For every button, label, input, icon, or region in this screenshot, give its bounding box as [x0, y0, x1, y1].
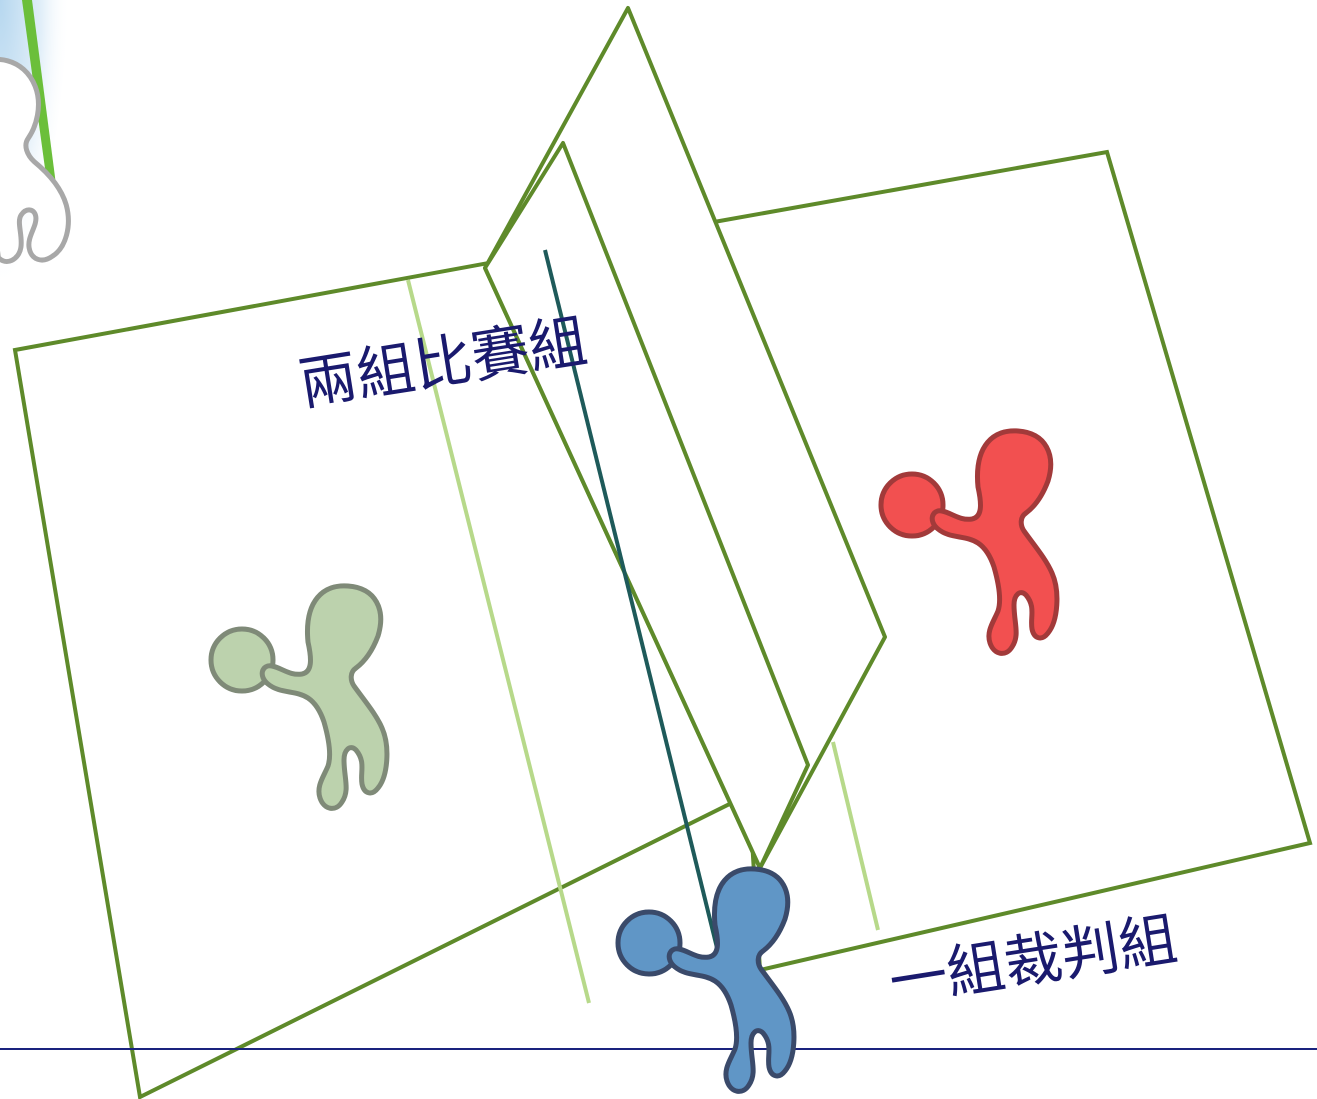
- net-front-panel: [483, 141, 810, 870]
- center-line: [543, 249, 722, 961]
- attack-line-left: [406, 279, 591, 1004]
- attack-line-right: [831, 741, 880, 931]
- player-white-icon: [0, 57, 71, 264]
